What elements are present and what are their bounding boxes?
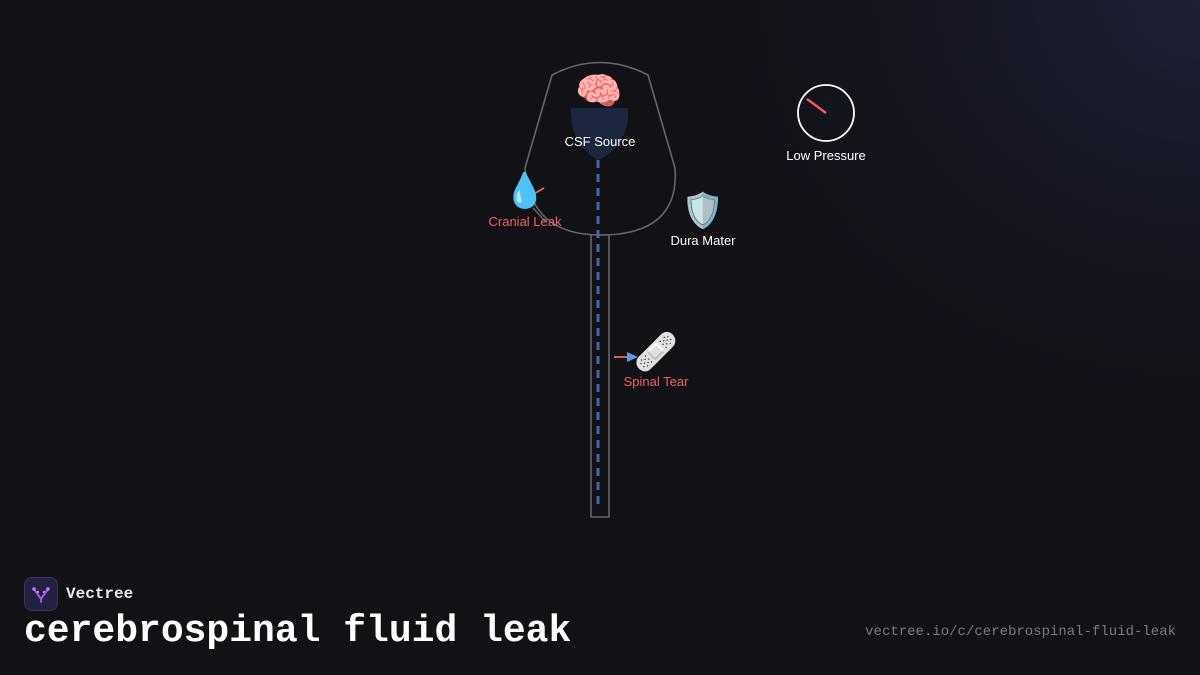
dura-mater-label: Dura Mater (670, 233, 736, 248)
cranial-leak-node: 💧 Cranial Leak (489, 171, 562, 229)
cranial-leak-connector (532, 207, 547, 223)
spinal-tear-node: 🩹 Spinal Tear (614, 330, 689, 389)
cranial-leak-label: Cranial Leak (489, 214, 562, 229)
page-title: cerebrospinal fluid leak (24, 610, 572, 653)
cranial-leak-arrow (531, 187, 545, 196)
low-pressure-node: Low Pressure (786, 84, 866, 163)
gauge-icon (797, 84, 855, 142)
spinal-tear-label: Spinal Tear (624, 374, 689, 389)
shield-icon: 🛡️ (682, 191, 724, 230)
dura-mater-node: 🛡️ Dura Mater (670, 191, 736, 248)
spinal-tear-arrow-head (627, 352, 638, 362)
vectree-logo-icon (24, 577, 58, 611)
brain-backdrop (570, 108, 629, 160)
source-url: vectree.io/c/cerebrospinal-fluid-leak (865, 624, 1176, 640)
logo-glyph (32, 587, 50, 603)
brand-name: Vectree (66, 585, 134, 603)
low-pressure-label: Low Pressure (786, 148, 865, 163)
skull-outline (524, 61, 677, 236)
droplet-icon: 💧 (504, 171, 546, 210)
gauge-needle (806, 97, 827, 115)
bandage-icon: 🩹 (634, 330, 679, 373)
brand: Vectree (24, 577, 133, 611)
csf-source-node: 🧠 CSF Source (565, 71, 636, 149)
brain-icon: 🧠 (575, 71, 622, 113)
spinal-canal-outline (590, 235, 610, 518)
csf-source-label: CSF Source (565, 134, 636, 149)
